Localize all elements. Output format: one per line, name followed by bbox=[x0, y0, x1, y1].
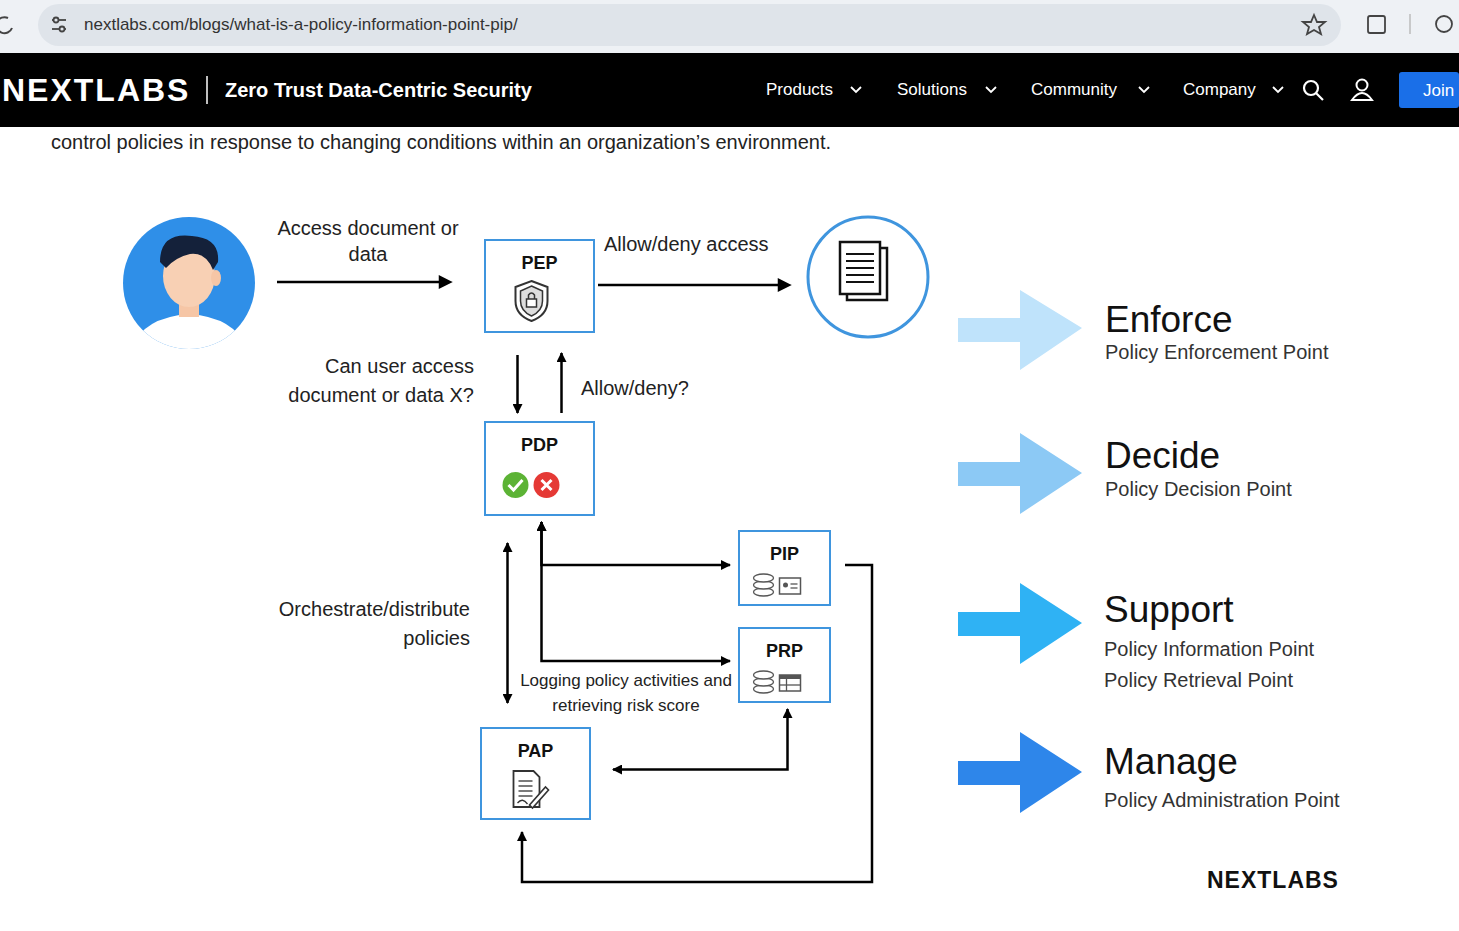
component-box: PAP bbox=[480, 727, 591, 820]
reload-icon bbox=[0, 17, 12, 33]
nav-item: Community bbox=[1031, 79, 1117, 101]
component-box: PDP bbox=[484, 421, 595, 516]
edge-label: Orchestrate/distribute policies bbox=[230, 595, 470, 653]
url-text: nextlabs.com/blogs/what-is-a-policy-info… bbox=[84, 14, 518, 36]
component-box: PEP bbox=[484, 239, 595, 333]
nav-item: Company bbox=[1183, 79, 1256, 101]
connector-arrow bbox=[560, 353, 563, 413]
shield-icon bbox=[516, 281, 548, 321]
user-icon bbox=[1352, 80, 1372, 101]
step-subtitle: Policy Enforcement Point bbox=[1105, 339, 1328, 365]
user-illustration bbox=[123, 217, 255, 360]
box-title: PRP bbox=[740, 629, 829, 662]
document-illustration bbox=[808, 217, 928, 337]
step-subtitle: Policy Decision Point bbox=[1105, 476, 1292, 502]
component-box: PIP bbox=[738, 530, 831, 606]
box-title: PIP bbox=[740, 532, 829, 565]
box-icon bbox=[740, 532, 813, 604]
arrow-label: Access document or data bbox=[268, 215, 468, 267]
edge-label: Allow/deny? bbox=[581, 374, 689, 403]
extension-icon bbox=[1368, 16, 1385, 33]
connector-arrow bbox=[542, 522, 731, 661]
connector-arrow bbox=[506, 543, 509, 703]
step-arrows bbox=[958, 290, 1082, 813]
nav-item: Solutions bbox=[897, 79, 967, 101]
step-subtitle: Policy Information Point bbox=[1104, 636, 1314, 662]
browser-bar bbox=[0, 0, 1459, 53]
component-box: PRP bbox=[738, 627, 831, 703]
connector-arrow bbox=[516, 355, 519, 413]
box-icon bbox=[740, 629, 813, 701]
edge-label: Can user access document or data X? bbox=[240, 352, 474, 410]
arrow-label: Allow/deny access bbox=[604, 231, 769, 257]
connector-arrow bbox=[613, 709, 788, 770]
box-title: PAP bbox=[482, 729, 589, 762]
check-icon bbox=[503, 472, 560, 498]
db-card-icon bbox=[754, 574, 801, 596]
brand-tagline: Zero Trust Data-Centric Security bbox=[225, 77, 532, 103]
step-heading: Enforce bbox=[1105, 296, 1233, 344]
star-icon bbox=[1303, 15, 1325, 34]
paragraph-text: control policies in response to changing… bbox=[51, 129, 831, 155]
nav-separator bbox=[206, 76, 208, 104]
step-heading: Manage bbox=[1104, 738, 1238, 786]
step-subtitle: Policy Retrieval Point bbox=[1104, 667, 1293, 693]
brand-logo: NEXTLABS bbox=[1207, 866, 1339, 896]
separator bbox=[1409, 14, 1411, 34]
doc-pen-icon bbox=[514, 771, 549, 808]
search-icon bbox=[1304, 81, 1323, 100]
edge-label: Logging policy activities and retrieving… bbox=[518, 669, 734, 718]
connector-arrow bbox=[522, 565, 872, 882]
box-title: PEP bbox=[486, 241, 593, 274]
url-pill bbox=[38, 4, 1341, 46]
join-button bbox=[1399, 72, 1459, 108]
db-table-icon bbox=[754, 671, 801, 693]
site-info-icon bbox=[52, 18, 66, 32]
step-heading: Support bbox=[1104, 586, 1234, 634]
nav-item: Products bbox=[766, 79, 833, 101]
step-heading: Decide bbox=[1105, 432, 1220, 480]
step-subtitle: Policy Administration Point bbox=[1104, 787, 1340, 813]
box-title: PDP bbox=[486, 423, 593, 456]
nav-bar bbox=[0, 53, 1459, 127]
button-text: Join bbox=[1423, 80, 1454, 102]
history-icon bbox=[1436, 16, 1452, 32]
connector-arrow bbox=[542, 522, 731, 565]
brand-logo: NEXTLABS bbox=[2, 70, 190, 112]
